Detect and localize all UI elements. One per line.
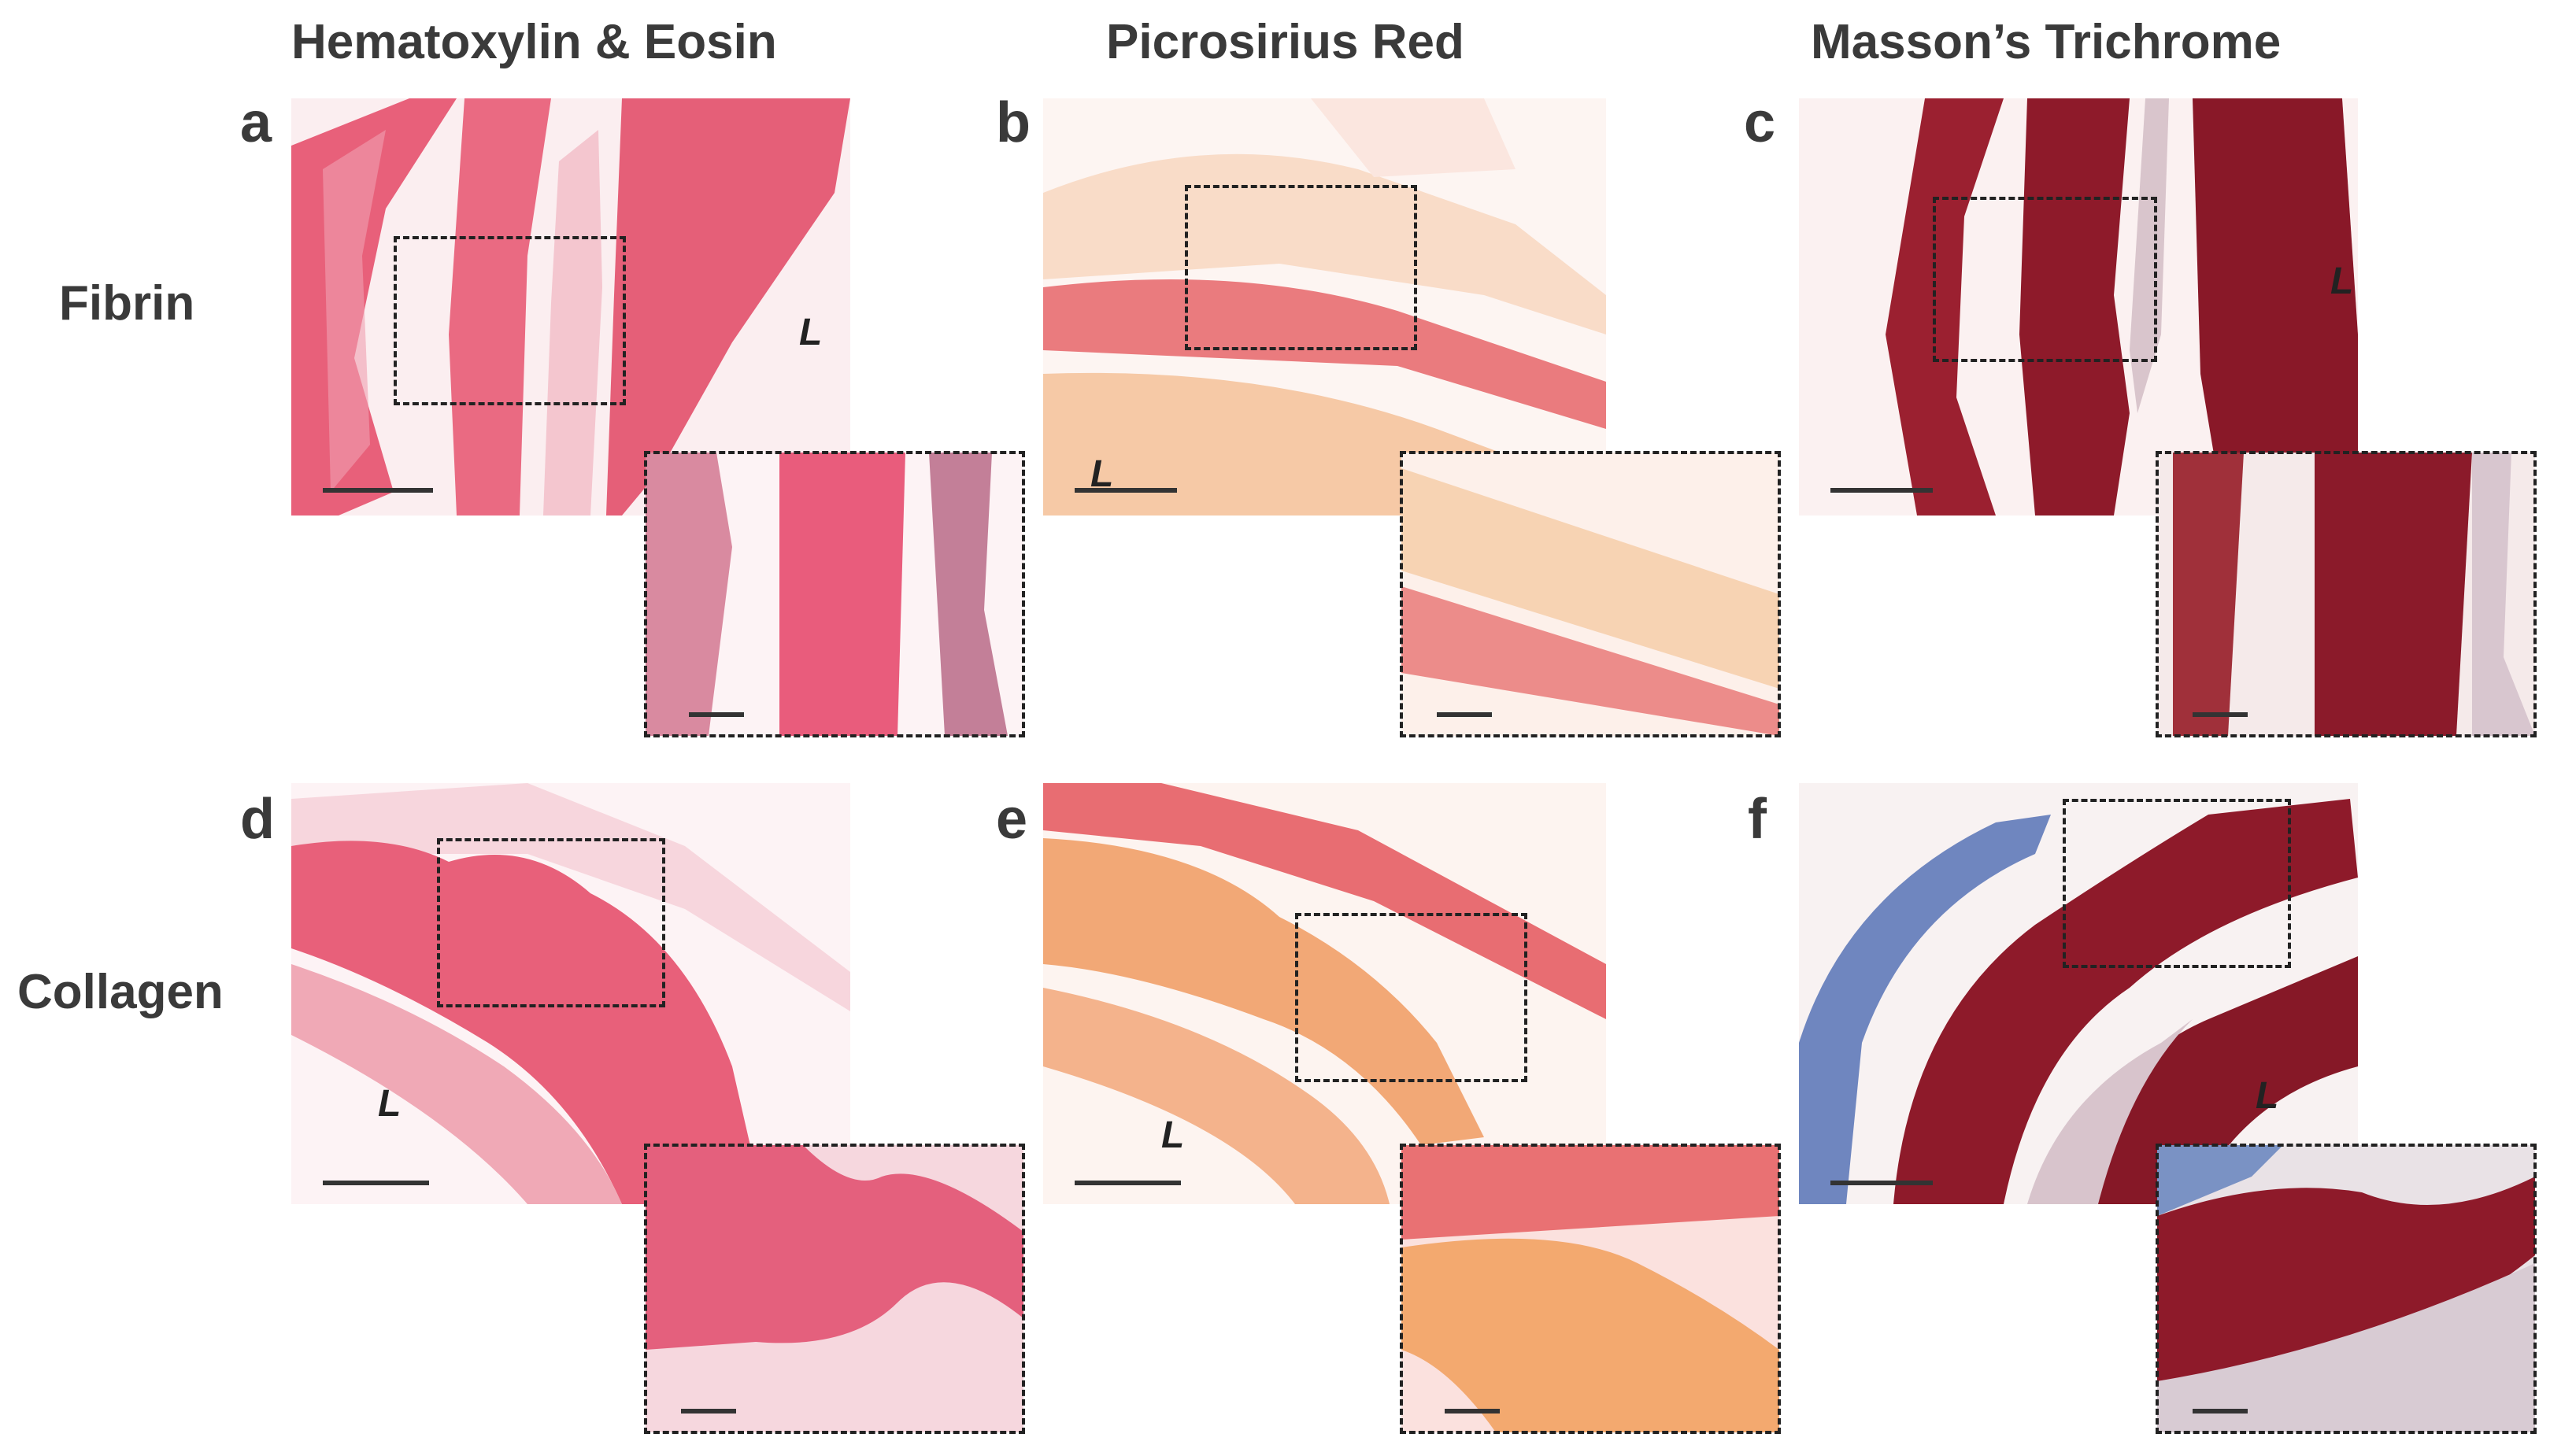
panel-a-micrograph <box>291 98 850 516</box>
column-title-he: Hematoxylin & Eosin <box>291 15 777 69</box>
panel-d-micrograph <box>291 783 850 1204</box>
panel-e-inset-scalebar <box>1445 1409 1500 1414</box>
mt-collagen-image <box>1799 783 2358 1204</box>
panel-b-inset-scalebar <box>1437 712 1492 717</box>
panel-d-lumen-label: L <box>378 1083 402 1125</box>
panel-letter-d: d <box>240 788 275 851</box>
panel-d-roi-box <box>437 838 665 1007</box>
panel-letter-f: f <box>1748 788 1767 851</box>
panel-f-scalebar <box>1830 1181 1933 1185</box>
panel-b-inset <box>1400 451 1781 737</box>
row-label-fibrin: Fibrin <box>59 276 195 331</box>
panel-b-scalebar <box>1075 488 1177 493</box>
panel-b-roi-box <box>1185 185 1417 350</box>
he-collagen-inset-image <box>646 1145 1023 1432</box>
psr-collagen-image <box>1043 783 1606 1204</box>
panel-f-lumen-label: L <box>2256 1075 2279 1117</box>
mt-collagen-inset-image <box>2157 1145 2535 1432</box>
mt-fibrin-inset-image <box>2157 453 2535 736</box>
he-collagen-image <box>291 783 850 1204</box>
panel-letter-e: e <box>996 788 1028 851</box>
psr-collagen-inset-image <box>1401 1145 1779 1432</box>
panel-c-lumen-label: L <box>2330 261 2354 302</box>
panel-f-roi-box <box>2063 799 2291 968</box>
panel-c-inset <box>2156 451 2537 737</box>
panel-a-roi-box <box>394 236 626 405</box>
panel-e-scalebar <box>1075 1181 1181 1185</box>
panel-e-lumen-label: L <box>1161 1114 1185 1156</box>
column-title-mt: Masson’s Trichrome <box>1811 15 2282 69</box>
psr-fibrin-inset-image <box>1401 453 1779 736</box>
panel-d-scalebar <box>323 1181 429 1185</box>
row-label-collagen: Collagen <box>17 965 224 1019</box>
panel-f-inset-scalebar <box>2193 1409 2248 1414</box>
panel-a-scalebar <box>323 488 433 493</box>
panel-a-inset-scalebar <box>689 712 744 717</box>
panel-d-inset-scalebar <box>681 1409 736 1414</box>
he-fibrin-image <box>291 98 850 516</box>
panel-letter-b: b <box>996 91 1031 154</box>
panel-f-micrograph <box>1799 783 2358 1204</box>
panel-c-micrograph <box>1799 98 2358 516</box>
panel-a-inset <box>644 451 1025 737</box>
panel-f-inset <box>2156 1144 2537 1434</box>
panel-letter-a: a <box>240 91 272 154</box>
panel-e-inset <box>1400 1144 1781 1434</box>
panel-c-roi-box <box>1933 197 2157 362</box>
panel-d-inset <box>644 1144 1025 1434</box>
column-title-psr: Picrosirius Red <box>1106 15 1464 69</box>
panel-letter-c: c <box>1744 91 1776 154</box>
he-fibrin-inset-image <box>646 453 1023 736</box>
panel-c-inset-scalebar <box>2193 712 2248 717</box>
panel-e-micrograph <box>1043 783 1606 1204</box>
panel-c-scalebar <box>1830 488 1933 493</box>
panel-b-micrograph <box>1043 98 1606 516</box>
panel-e-roi-box <box>1295 913 1527 1082</box>
panel-a-lumen-label: L <box>799 312 823 353</box>
mt-fibrin-image <box>1799 98 2358 516</box>
psr-fibrin-image <box>1043 98 1606 516</box>
